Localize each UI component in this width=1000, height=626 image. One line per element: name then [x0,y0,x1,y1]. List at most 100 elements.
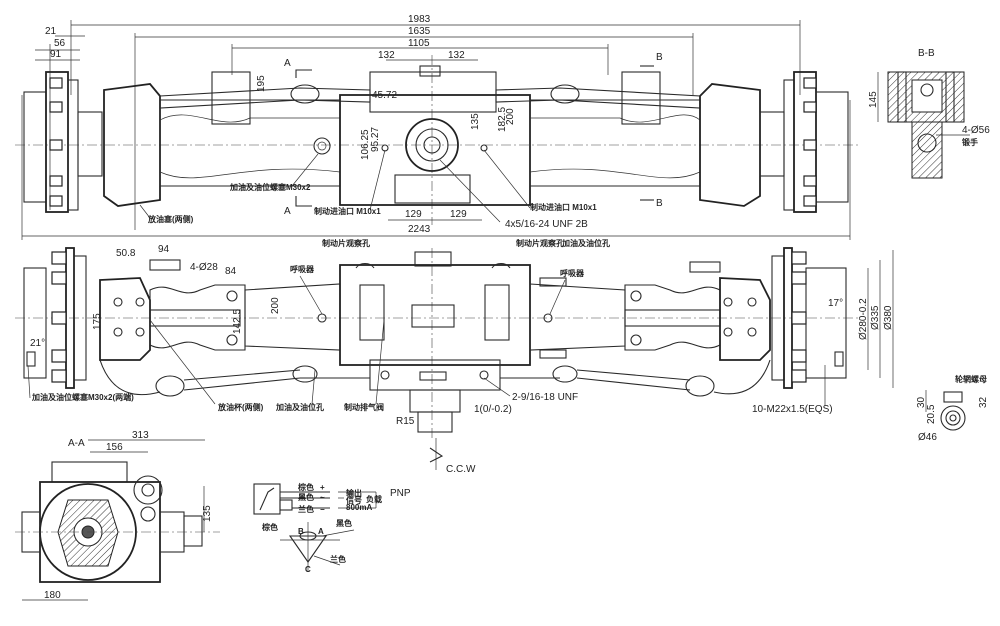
svg-text:加油及油位孔: 加油及油位孔 [561,238,610,248]
svg-text:132: 132 [448,50,465,61]
svg-text:95.27: 95.27 [370,127,381,152]
svg-text:2-9/16-18 UNF: 2-9/16-18 UNF [512,392,578,403]
section-aa: A-A 313 156 135 180 [15,430,220,601]
front-view: 50.8 94 4-Ø28 84 175 21° 200 142.5 17° Ø… [15,238,894,475]
svg-text:800mA: 800mA [346,503,372,512]
svg-text:黑色: 黑色 [298,492,314,502]
svg-text:56: 56 [54,38,66,49]
svg-text:129: 129 [450,209,467,220]
svg-text:135: 135 [470,113,481,130]
svg-text:B: B [298,527,304,536]
svg-text:21°: 21° [30,338,45,349]
center-housing-top [339,65,531,206]
svg-text:兰色: 兰色 [330,554,346,564]
section-aa-label: A-A [68,438,85,449]
dim-1635: 1635 [408,26,431,37]
svg-text:A: A [284,58,291,69]
dim-2243: 2243 [408,224,431,235]
section-bb-label: B-B [918,48,935,59]
input-flange [405,118,459,172]
center-dims: 132 132 45.72 195 135 182.5 200 106.25 9… [256,50,516,221]
wheel-nut-detail: 轮辋螺母 30 20.5 32 Ø46 [916,374,989,443]
svg-text:加油及油位螺塞M30x2(两端): 加油及油位螺塞M30x2(两端) [31,392,134,402]
dim-1983: 1983 [408,14,431,25]
svg-text:呼吸器: 呼吸器 [560,268,585,278]
section-bb: B-B 145 4-Ø56 锻手 [868,48,990,179]
sensor-wiring: 棕色 黑色 兰色 + ~ − 输出 信号 800mA 负载 PNP 棕色 B A… [253,482,411,574]
right-knuckle-top [699,83,761,207]
svg-text:负载: 负载 [366,494,382,504]
svg-text:C: C [305,565,311,574]
svg-text:175: 175 [92,313,103,330]
svg-text:17°: 17° [828,298,843,309]
left-hub-top [23,71,103,213]
svg-text:10-M22x1.5(EQS): 10-M22x1.5(EQS) [752,404,833,415]
svg-text:20.5: 20.5 [926,404,937,424]
center-housing-front [300,251,560,433]
svg-text:84: 84 [225,266,237,277]
svg-text:加油及油位孔: 加油及油位孔 [275,402,324,412]
svg-text:输出: 输出 [346,488,362,498]
svg-text:4-Ø56: 4-Ø56 [962,125,990,136]
section-marks: A A B B [284,52,663,217]
hub-bolts-left [49,77,63,207]
svg-text:放油杯(两侧): 放油杯(两侧) [217,402,264,412]
svg-text:135: 135 [202,505,213,522]
svg-text:+: + [320,483,325,492]
svg-text:制动片观察孔: 制动片观察孔 [516,238,564,248]
svg-text:~: ~ [320,493,325,502]
fill-plug-top [313,137,331,155]
top-callouts: 加油及油位螺塞M30x2 放油塞(两侧) 制动进油口 M10x1 制动进油口 M… [139,149,597,230]
tie-rod-end-right [685,375,715,397]
svg-text:50.8: 50.8 [116,248,136,259]
rotation-label: C.C.W [446,464,476,475]
callout-drain-plug: 放油塞(两侧) [147,214,194,224]
svg-text:R15: R15 [396,416,415,427]
left-knuckle-top [103,83,161,207]
svg-text:棕色: 棕色 [261,522,278,532]
svg-text:195: 195 [256,75,267,92]
sensor-type: PNP [390,488,411,499]
svg-text:145: 145 [868,91,879,108]
tie-rod-end-left [155,375,185,397]
svg-text:106.25: 106.25 [360,129,371,160]
svg-text:32: 32 [978,396,989,408]
callout-brake-inlet-left: 制动进油口 M10x1 [314,206,381,216]
svg-text:Ø380: Ø380 [883,305,894,330]
svg-text:棕色: 棕色 [297,482,314,492]
callout-fill-plug: 加油及油位螺塞M30x2 [229,182,311,192]
svg-text:B: B [656,52,663,63]
svg-text:1(0/-0.2): 1(0/-0.2) [474,404,512,415]
svg-text:45.72: 45.72 [372,90,397,101]
svg-text:兰色: 兰色 [298,504,314,514]
left-steering-arm-boss [211,71,251,125]
callout-flange-bolts: 4x5/16-24 UNF 2B [505,219,588,230]
svg-text:锻手: 锻手 [962,137,978,147]
svg-text:182.5: 182.5 [497,107,508,132]
svg-text:A: A [318,527,324,536]
svg-text:制动片观察孔: 制动片观察孔 [322,238,370,248]
svg-text:200: 200 [270,297,281,314]
svg-text:91: 91 [50,49,62,60]
svg-text:21: 21 [45,26,57,37]
right-hub-front [771,247,847,389]
front-dims: 50.8 94 4-Ø28 84 175 21° 200 142.5 17° Ø… [30,244,894,427]
svg-text:B: B [656,198,663,209]
svg-text:Ø335: Ø335 [870,305,881,330]
svg-text:30: 30 [916,396,927,408]
svg-text:200: 200 [505,108,516,125]
callout-brake-inlet-right: 制动进油口 M10x1 [530,202,597,212]
svg-text:制动排气阀: 制动排气阀 [344,402,384,412]
svg-text:94: 94 [158,244,170,255]
dim-1105: 1105 [408,38,430,49]
overall-dimensions: 1983 1635 1105 2243 [21,14,851,240]
svg-text:180: 180 [44,590,61,601]
svg-text:信号: 信号 [346,495,362,505]
front-callouts: 呼吸器 呼吸器 制动片观察孔 制动片观察孔 加油及油位孔 加油及油位螺塞M30x… [27,238,833,475]
right-hub-top [759,71,849,213]
top-view: 1983 1635 1105 2243 21 56 91 [15,14,860,240]
svg-text:轮辋螺母: 轮辋螺母 [955,374,987,384]
svg-text:313: 313 [132,430,149,441]
svg-text:129: 129 [405,209,422,220]
